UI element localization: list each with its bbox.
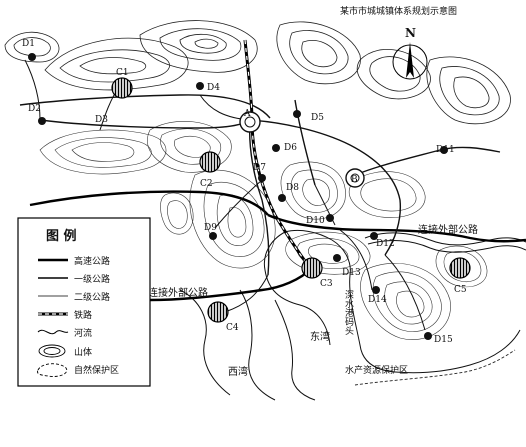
town-d14[interactable]: D14 [368,286,387,305]
town-d13[interactable]: D13 [333,254,361,278]
city-c4-label: C4 [226,323,239,333]
town-d11-label: D11 [436,145,455,155]
legend-river-label: 河流 [74,327,92,339]
coastline [263,229,526,374]
town-d12-label: D12 [376,239,395,249]
town-d8-label: D8 [286,183,299,193]
legend-railway-label: 铁路 [74,309,92,321]
hub-b-label: B [351,175,358,185]
nature-reserve-boundary [354,349,516,386]
city-c4[interactable]: C4 [207,301,239,333]
city-c5[interactable]: C5 [449,257,471,295]
town-d14-label: D14 [368,295,387,305]
legend-river-swatch [37,329,69,335]
town-d11[interactable]: D11 [436,145,455,155]
legend-highway-label: 高速公路 [74,255,110,267]
town-d4-label: D4 [207,83,220,93]
city-c1[interactable]: C1 [111,68,133,99]
town-d1-label: D1 [22,39,35,49]
hub-a[interactable]: A [239,109,261,133]
town-d9-label: D9 [204,223,217,233]
town-d8[interactable]: D8 [278,183,299,202]
town-d6[interactable]: D6 [272,143,297,153]
town-d3-label: D3 [95,115,108,125]
town-d2[interactable]: D2 [28,104,46,125]
town-d7[interactable]: D7 [253,163,266,182]
highway-network [29,190,526,302]
city-c3-label: C3 [320,279,333,289]
primary-roads [19,94,501,276]
town-d10[interactable]: D10 [306,214,334,226]
aquatic-reserve-label: 水产资源保护区 [345,364,408,376]
legend-heading: 图 例 [46,228,77,244]
town-d3[interactable]: D3 [95,115,108,125]
town-d7-label: D7 [253,163,266,173]
city-c1-label: C1 [116,68,129,78]
north-arrow-icon [406,42,414,78]
legend-reserve-swatch [37,363,68,377]
legend-mountain-swatch [38,344,66,358]
town-d10-label: D10 [306,216,325,226]
city-c5-label: C5 [454,285,467,295]
north-label: N [405,26,416,40]
town-d15[interactable]: D15 [424,332,453,345]
towns: D1 D2 D3 D4 D5 D6 D7 D8 [22,39,455,345]
town-d5[interactable]: D5 [293,110,324,123]
town-d4[interactable]: D4 [196,82,220,93]
legend-reserve-label: 自然保护区 [74,364,119,376]
legend-primary-label: 一级公路 [74,273,110,285]
hub-a-label: A [243,109,251,119]
town-d1[interactable]: D1 [22,39,36,61]
town-d9[interactable]: D9 [204,223,217,240]
legend-frame [17,217,151,387]
town-d2-label: D2 [28,104,41,114]
hub-b[interactable]: B [345,168,365,188]
legend-mountain-label: 山体 [74,346,92,358]
town-d5-label: D5 [311,113,324,123]
town-d12[interactable]: D12 [370,232,395,249]
external-road-west-label: 连接外部公路 [148,286,208,299]
external-road-east-label: 连接外部公路 [418,223,478,236]
legend-secondary-label: 二级公路 [74,291,110,303]
city-c2[interactable]: C2 [199,151,221,189]
svg-text:深水港码头: 深水港码头 [343,290,354,336]
town-d13-label: D13 [342,268,361,278]
town-d6-label: D6 [284,143,297,153]
map-title: 某市市城城镇体系规划示意图 [340,5,457,17]
legend: 图 例 高速公路 一级公路 二级公路 铁路 河流 山体 自然保护区 [17,217,151,387]
river-lines [179,289,316,401]
mountain-contours [4,20,511,340]
east-bay-label: 东湾 [310,330,330,343]
town-d15-label: D15 [434,335,453,345]
city-c2-label: C2 [200,179,213,189]
deep-port-label: 深水港码头 [343,290,354,336]
north-arrow: N [392,26,428,80]
city-c3[interactable]: C3 [301,257,333,289]
west-bay-label: 西湾 [228,365,248,378]
